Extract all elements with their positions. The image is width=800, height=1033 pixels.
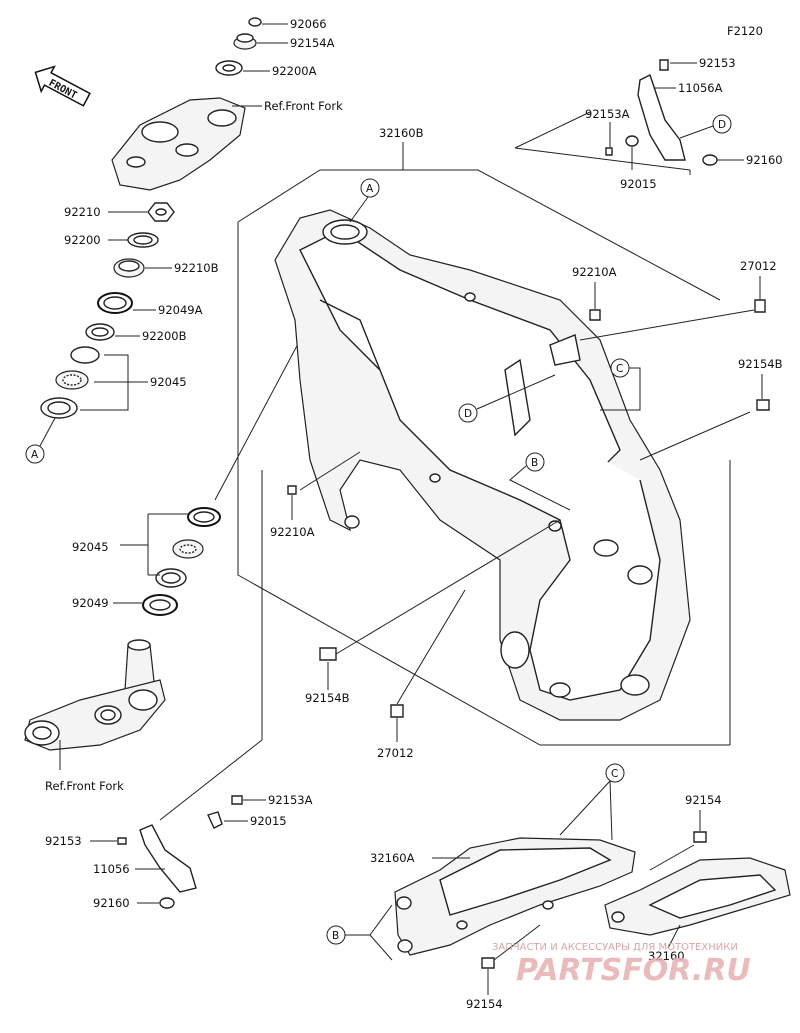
callout-d-top (712, 114, 732, 134)
subframe-32160 (604, 857, 791, 936)
main-frame-32160B (237, 169, 731, 746)
callout-d-top-label: D (718, 119, 726, 131)
label-32160: 32160 (648, 949, 685, 963)
cap-92066 (248, 17, 262, 27)
label-92210A-right: 92210A (572, 265, 617, 279)
steering-top-parts (40, 17, 262, 419)
label-92154-right: 92154 (685, 793, 722, 807)
label-92160-bottom: 92160 (93, 896, 130, 910)
label-92200A: 92200A (272, 64, 317, 78)
callout-d-mid (458, 403, 478, 423)
label-92210: 92210 (64, 205, 101, 219)
label-92154A: 92154A (290, 36, 335, 50)
label-92049: 92049 (72, 596, 109, 610)
callout-a-top (360, 178, 380, 198)
bracket-11056A (605, 59, 718, 166)
label-ref-front-fork-bottom: Ref.Front Fork (45, 779, 124, 793)
watermark-logo: PARTSFOR.RU (516, 953, 751, 988)
label-92154B-right: 92154B (738, 357, 783, 371)
watermark-tagline: ЗАПЧАСТИ И АКСЕССУАРЫ ДЛЯ МОТОТЕХНИКИ (492, 942, 738, 953)
callout-a-left (25, 444, 45, 464)
callout-c-bottom-label: C (611, 768, 618, 780)
label-92154-bottom: 92154 (466, 997, 503, 1011)
label-92066: 92066 (290, 17, 327, 31)
figure-code: F2120 (727, 24, 763, 38)
label-11056A: 11056A (678, 81, 723, 95)
label-92153A-bottom: 92153A (268, 793, 313, 807)
label-27012-left: 27012 (377, 746, 414, 760)
callout-b-bottom-label: B (332, 930, 339, 942)
callout-b-mid-label: B (531, 457, 538, 469)
label-92015-top: 92015 (620, 177, 657, 191)
label-92045-top: 92045 (150, 375, 187, 389)
steering-lower-parts (24, 507, 221, 751)
label-92200: 92200 (64, 233, 101, 247)
label-92153A-top: 92153A (585, 107, 630, 121)
label-92153-top: 92153 (699, 56, 736, 70)
label-11056: 11056 (93, 862, 130, 876)
label-ref-front-fork-top: Ref.Front Fork (264, 99, 343, 113)
callout-d-mid-label: D (464, 408, 472, 420)
label-92015-bottom: 92015 (250, 814, 287, 828)
label-92210B: 92210B (174, 261, 219, 275)
callout-c-bottom (605, 763, 625, 783)
callout-b-mid (525, 452, 545, 472)
label-92049A: 92049A (158, 303, 203, 317)
label-92154B-left: 92154B (305, 691, 350, 705)
label-92160-top: 92160 (746, 153, 783, 167)
label-92210A-left: 92210A (270, 525, 315, 539)
callout-a-left-label: A (31, 449, 39, 461)
label-92153-bottom: 92153 (45, 834, 82, 848)
front-arrow-icon: FRONT (34, 65, 91, 107)
label-32160B: 32160B (379, 126, 424, 140)
label-32160A: 32160A (370, 851, 415, 865)
callout-a-top-label: A (366, 183, 374, 195)
label-27012-right: 27012 (740, 259, 777, 273)
callout-c-mid-label: C (616, 363, 623, 375)
label-92045-bottom: 92045 (72, 540, 109, 554)
bracket-11056 (117, 795, 243, 909)
subframe-32160A (394, 837, 636, 956)
label-92200B: 92200B (142, 329, 187, 343)
